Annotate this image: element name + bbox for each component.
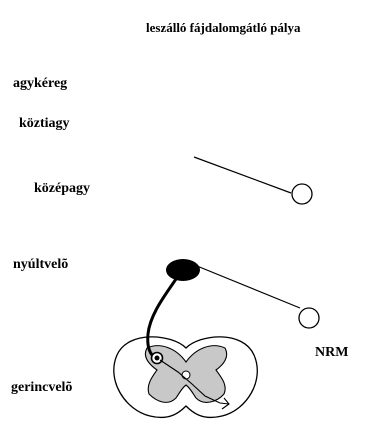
medulla-nucleus [166, 259, 200, 281]
central-canal [182, 371, 190, 379]
label-midbrain: középagy [34, 182, 90, 196]
midbrain-connection-line [194, 157, 291, 193]
label-cortex: agykéreg [13, 77, 67, 91]
label-spinal-cord: gerincvelõ [11, 381, 72, 395]
axon-terminal-core [155, 356, 160, 361]
diagram-title: leszálló fájdalomgátló pálya [146, 21, 301, 34]
nrm-connection-line [197, 266, 300, 308]
nrm-neuron [299, 308, 319, 328]
midbrain-neuron [292, 184, 312, 204]
label-nrm: NRM [315, 346, 348, 360]
label-medulla: nyúltvelõ [13, 258, 68, 272]
label-diencephalon: köztiagy [19, 117, 70, 131]
